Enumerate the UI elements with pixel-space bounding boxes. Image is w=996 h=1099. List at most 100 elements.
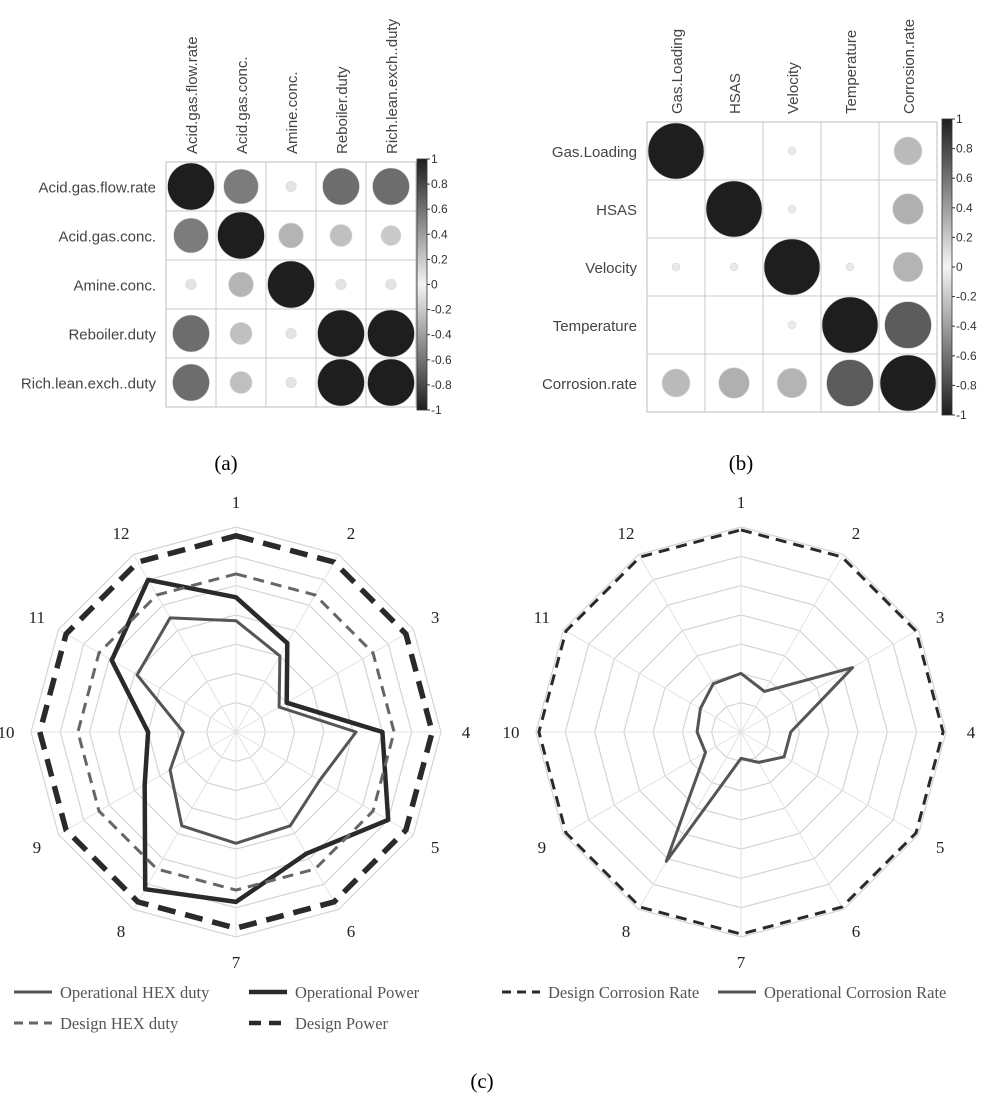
correlation-circle [826,359,874,407]
radar-series-line [135,616,358,845]
radar-axis-label: 1 [737,493,746,512]
radar-spoke [638,731,742,910]
row-label: Amine.conc. [73,278,156,295]
correlation-circle [267,260,315,309]
radar-axis-label: 6 [852,922,861,941]
radar-axis-label: 6 [347,922,356,941]
correlation-circle [317,358,365,407]
correlation-circle [285,376,297,389]
radar-axis-label: 12 [618,524,635,543]
correlation-circle [671,262,681,272]
colorbar-tick-label: 0.4 [956,201,973,215]
colorbar-tick-label: 0.8 [956,142,973,156]
correlation-circle [217,211,265,260]
correlation-circle [172,363,210,402]
correlation-circle [647,122,705,180]
column-label: Acid.gas.flow.rate [184,36,201,154]
colorbar-tick-label: -0.4 [431,328,452,342]
radar-axis-label: 10 [0,723,15,742]
legend-label: Design HEX duty [60,1014,179,1033]
column-label: Temperature [843,30,860,114]
radar-series-line [664,666,855,863]
correlation-circle [278,222,304,249]
correlation-circle [367,358,415,407]
colorbar-tick-label: -1 [431,403,442,417]
correlation-circle [367,309,415,358]
radar-series-line [37,533,435,931]
row-label: Acid.gas.flow.rate [38,180,156,197]
legend-label: Design Corrosion Rate [548,983,699,1002]
correlation-circle [223,168,259,205]
correlation-circle [167,162,215,211]
radar-axis-label: 4 [462,723,471,742]
colorbar-tick-label: 0.2 [431,252,448,266]
caption-c: (c) [470,1069,493,1093]
radar-spoke [235,629,414,733]
radar-series-line [537,528,945,936]
column-label: Corrosion.rate [901,19,918,114]
correlation-circle [787,146,797,156]
row-label: Reboiler.duty [68,327,156,344]
radar-axis-label: 5 [431,838,440,857]
radar-axis-label: 12 [113,524,130,543]
correlation-circle [892,193,924,225]
colorbar-tick-label: 0.2 [956,230,973,244]
legend-label: Operational HEX duty [60,983,210,1002]
correlation-circle [845,262,855,272]
radar-spoke [740,731,919,835]
colorbar [941,118,953,416]
radar-axis-label: 4 [967,723,976,742]
caption-a: (a) [214,451,237,475]
correlation-circle [380,225,402,246]
correlation-circle [173,217,209,254]
correlation-circle [661,368,691,398]
radar-series-line [109,577,391,905]
caption-b: (b) [729,451,754,475]
correlation-circle [317,309,365,358]
correlation-circle [879,354,937,412]
radar-axis-label: 2 [347,524,356,543]
correlation-plot-a: Acid.gas.flow.rateAcid.gas.flow.rateAcid… [21,18,452,417]
radar-spoke [58,731,237,835]
radar-axis-label: 1 [232,493,241,512]
column-label: Velocity [785,62,802,114]
correlation-circle [787,204,797,214]
legend-label: Operational Corrosion Rate [764,983,946,1002]
correlation-circle [335,278,347,291]
correlation-circle [705,180,763,238]
colorbar-tick-label: -0.8 [956,378,977,392]
colorbar-tick-label: -0.2 [431,303,452,317]
colorbar-tick-label: 0.6 [431,202,448,216]
row-label: HSAS [596,202,637,219]
radar-series-line [76,572,396,892]
correlation-circle [763,238,821,296]
correlation-circle [884,301,932,349]
radar-spoke [235,731,339,910]
radar-axis-label: 11 [534,608,550,627]
colorbar-tick-label: 1 [431,152,438,166]
radar-axis-label: 8 [117,922,126,941]
colorbar-tick-label: 1 [956,112,963,126]
radar-spoke [563,629,742,733]
row-label: Velocity [585,260,637,277]
correlation-circle [893,136,923,166]
colorbar-tick-label: 0.4 [431,227,448,241]
correlation-circle [372,167,410,206]
column-label: Acid.gas.conc. [234,56,251,154]
radar-axis-label: 3 [431,608,440,627]
colorbar-tick-label: -0.6 [431,353,452,367]
colorbar-tick-label: -0.4 [956,319,977,333]
column-label: Reboiler.duty [334,66,351,154]
colorbar-tick-label: -1 [956,408,967,422]
radar-axis-label: 5 [936,838,945,857]
row-label: Corrosion.rate [542,376,637,393]
correlation-circle [285,327,297,340]
radar-spoke [133,554,237,733]
radar-axis-label: 3 [936,608,945,627]
radar-spoke [740,554,844,733]
correlation-circle [329,224,353,247]
radar-axis-label: 9 [538,838,547,857]
